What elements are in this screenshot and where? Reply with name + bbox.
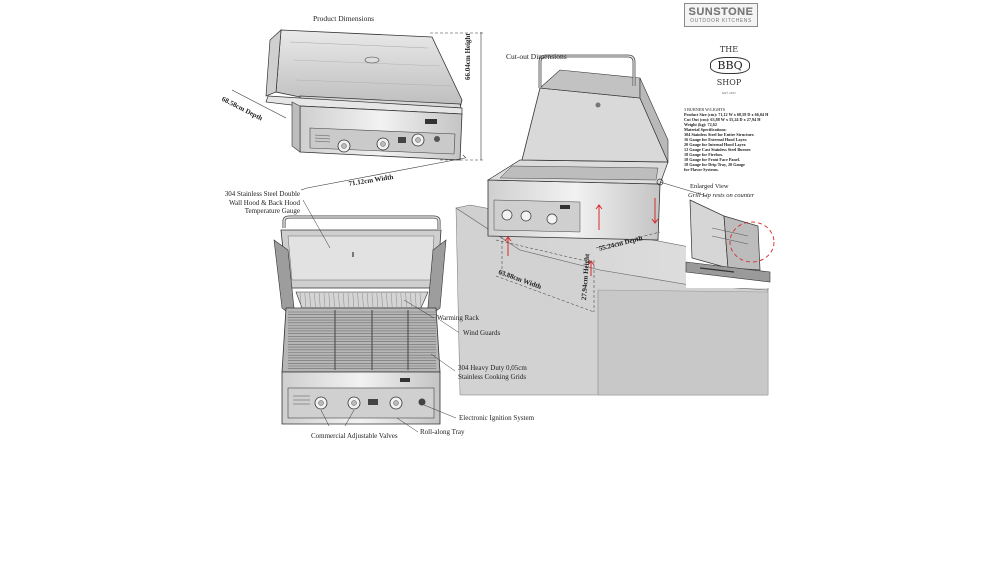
- logo-word-the: THE: [719, 45, 739, 54]
- rack-wire: [376, 292, 378, 308]
- product-dimensions-heading: Product Dimensions: [313, 14, 375, 23]
- spec-line: Product Size (cm): 71,12 W x 68,58 D x 6…: [684, 112, 769, 117]
- rack-wire: [319, 292, 321, 308]
- tray-label: Roll-along Tray: [420, 428, 465, 436]
- brand-tagline: OUTDOOR KITCHENS: [690, 18, 752, 24]
- spec-line: 16 Gauge for External Hood Layer.: [684, 137, 748, 142]
- rack-wire: [371, 292, 374, 308]
- rack-wire: [391, 292, 393, 308]
- spec-line: for Flavor Systems.: [684, 167, 719, 172]
- rack-wire: [343, 292, 345, 308]
- hood-callout-line: 304 Stainless Steel Double: [224, 190, 300, 198]
- rack-wire: [338, 292, 340, 308]
- ignition-label: Electronic Ignition System: [459, 414, 535, 422]
- closed-grill-drawing: [231, 29, 483, 191]
- rack-wire: [304, 292, 306, 308]
- logo-est: EST. 2017: [722, 91, 736, 95]
- cooking-grids-line: Stainless Cooking Grids: [458, 372, 527, 381]
- valves-label: Commercial Adjustable Valves: [311, 432, 398, 440]
- cutout-scene-drawing: [455, 54, 775, 396]
- warming-rack-wires: [299, 292, 422, 308]
- rack-wire: [314, 292, 316, 308]
- rack-wire: [362, 292, 364, 308]
- spec-line: Cut Out (cm): 63,88 W x 55,24 D x 27,94 …: [684, 117, 761, 122]
- hood-callout-line: Wall Hood & Back Hood: [229, 198, 300, 207]
- cutout-dimensions-heading: Cut-out Dimensions: [506, 52, 567, 61]
- brand-name: SUNSTONE: [688, 6, 754, 18]
- spec-line: 304 Stainless Steel for Entire Structure…: [684, 132, 755, 137]
- hood-callout: 304 Stainless Steel Double Wall Hood & B…: [200, 190, 300, 216]
- rack-wire: [415, 292, 417, 308]
- spec-line: 18 Gauge for Drip Tray, 20 Gauge: [684, 162, 745, 167]
- rack-wire: [328, 292, 330, 308]
- rack-wire: [352, 292, 354, 308]
- rack-wire: [400, 292, 402, 308]
- open-grill-drawing: [273, 199, 462, 433]
- logo-word-bbq: BBQ: [710, 57, 750, 74]
- rack-wire: [419, 292, 422, 308]
- bbq-shop-logo: THE BBQ SHOP EST. 2017: [700, 40, 758, 98]
- spec-block: 3 BURNER W/LIGHTS Product Size (cm): 71,…: [684, 107, 784, 172]
- spec-title: 3 BURNER W/LIGHTS: [684, 107, 726, 112]
- rack-wire: [410, 292, 412, 308]
- wind-guards-label: Wind Guards: [463, 329, 501, 337]
- rack-wire: [333, 292, 335, 308]
- rack-wire: [405, 292, 407, 308]
- rack-wire: [381, 292, 383, 308]
- rack-wire: [357, 292, 359, 308]
- rack-wire: [309, 292, 311, 308]
- enlarged-view-heading: Enlarged View: [690, 183, 729, 190]
- rack-wire: [299, 292, 302, 308]
- rack-wire: [367, 292, 369, 308]
- spec-line: 18 Gauge for Front Face Panel.: [684, 157, 740, 162]
- rack-wire: [347, 292, 350, 308]
- hood-callout-line: Temperature Gauge: [244, 207, 300, 215]
- spec-line: 12 Gauge Cast Stainless Steel Burner.: [684, 147, 752, 152]
- grill-lip-note: Grill Lip rests on counter: [688, 192, 755, 199]
- rack-wire: [386, 292, 388, 308]
- cooking-grid-bars: [288, 310, 436, 370]
- cooking-grids-callout: 304 Heavy Duty 0,05cm Stainless Cooking …: [458, 364, 527, 381]
- cooking-grids-line: 304 Heavy Duty 0,05cm: [458, 364, 527, 372]
- spec-line: 20 Gauge for Internal Hood Layer.: [684, 142, 747, 147]
- product-height-label: 66.04cm Height: [464, 33, 472, 80]
- spec-line: Material Specifications:: [684, 127, 727, 132]
- warming-rack-label: Warming Rack: [437, 314, 480, 322]
- rack-wire: [323, 292, 326, 308]
- sunstone-logo: SUNSTONE OUTDOOR KITCHENS: [684, 3, 758, 27]
- spec-line: Weight (kg): 72,62: [684, 122, 717, 127]
- logo-word-shop: SHOP: [716, 78, 742, 87]
- rack-wire: [395, 292, 398, 308]
- spec-line: 18 Gauge for Firebox.: [684, 152, 724, 157]
